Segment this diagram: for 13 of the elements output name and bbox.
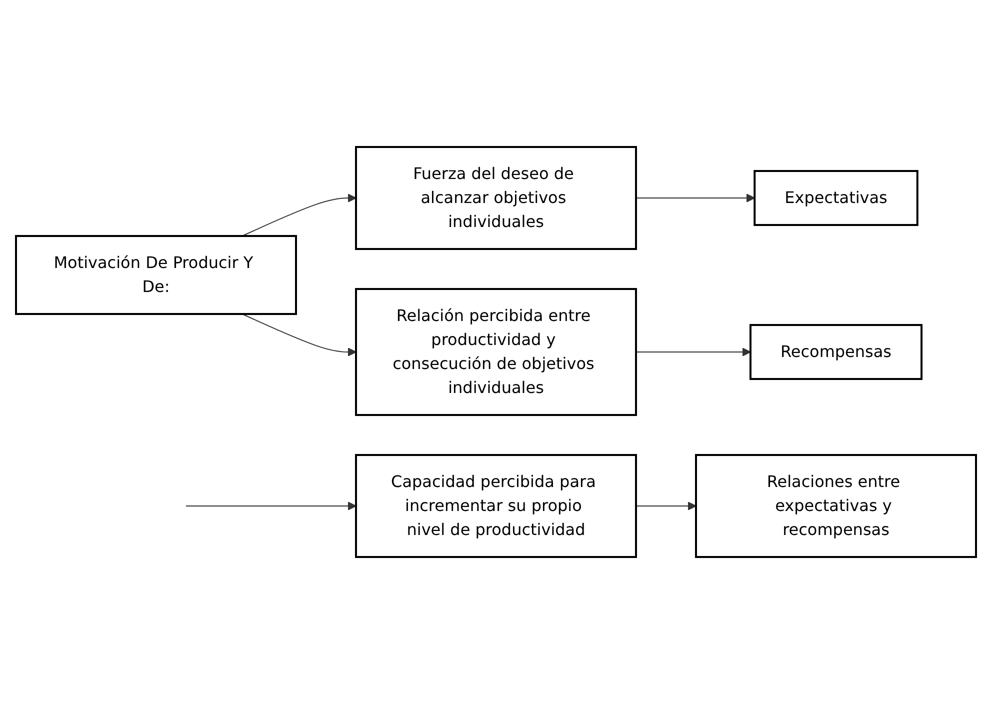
node-box: Recompensas bbox=[748, 324, 922, 380]
node-box: Capacidad percibida para incrementar su propio nivel de productividad bbox=[354, 454, 636, 558]
arrow bbox=[635, 194, 754, 202]
arrow bbox=[185, 502, 356, 510]
arrow bbox=[635, 502, 696, 510]
node-box: Fuerza del deseo de alcanzar objetivos individuales bbox=[354, 146, 636, 250]
node-box: Motivación De Producir Y De: bbox=[14, 235, 296, 315]
node-box: Relación percibida entre productividad y consecución de objetivos individuales bbox=[354, 288, 636, 416]
arrow bbox=[241, 314, 356, 356]
arrow bbox=[635, 348, 750, 356]
arrow bbox=[241, 194, 356, 236]
node-box: Relaciones entre expectativas y recompensas bbox=[694, 454, 976, 558]
node-box: Expectativas bbox=[753, 170, 918, 226]
